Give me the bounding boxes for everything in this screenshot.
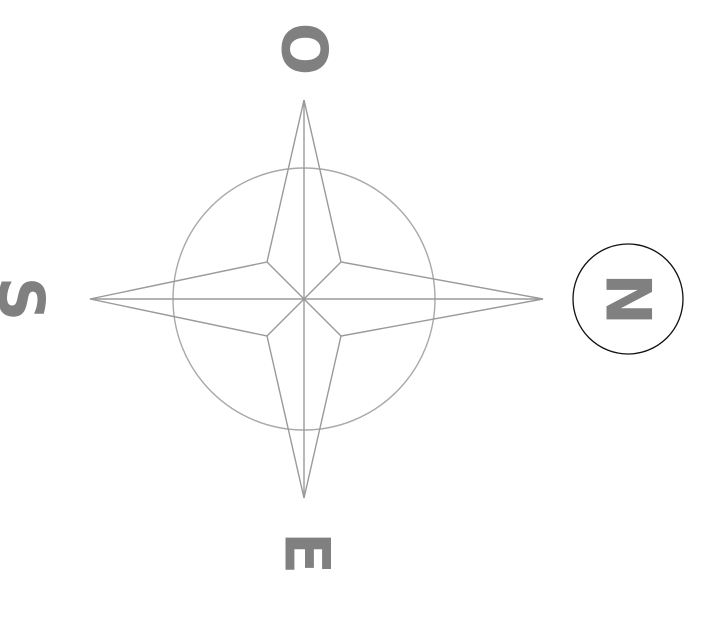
west-label: O xyxy=(268,23,341,76)
east-label: E xyxy=(271,532,344,574)
compass-star-inner-lines xyxy=(90,100,543,498)
north-label: N xyxy=(592,273,665,325)
south-label: S xyxy=(0,277,58,322)
